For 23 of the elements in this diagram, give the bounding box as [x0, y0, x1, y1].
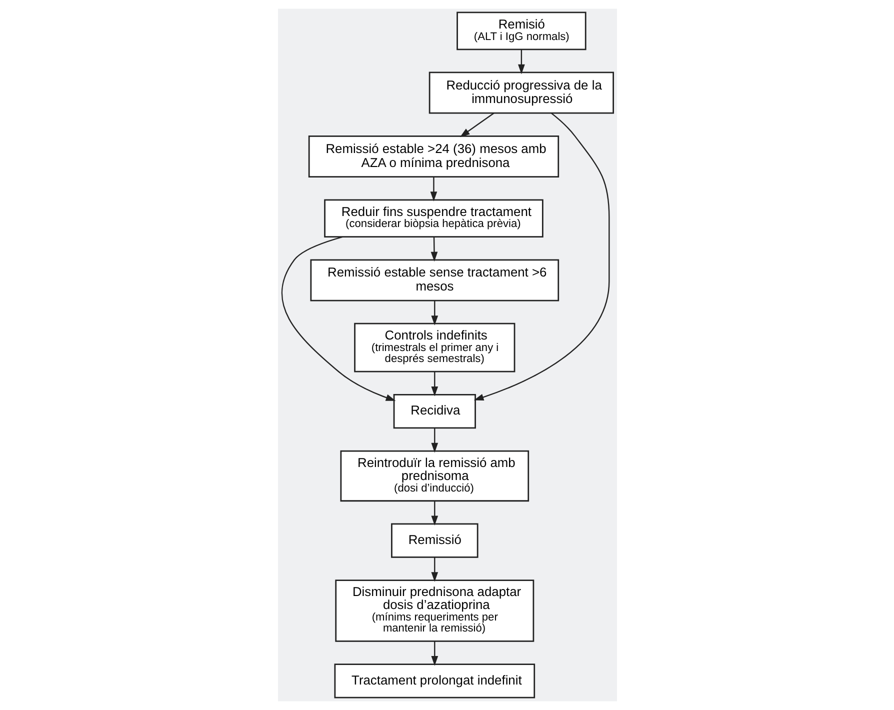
arrow: [280, 236, 396, 401]
arrow: [430, 557, 438, 582]
node-box: Reintroduïr la remissió amb prednisoma (dosi d’inducció): [340, 450, 529, 502]
node-box: Controls indefinits (trimestrals el primer any i després semestrals): [354, 322, 515, 372]
node-box: Disminuir prednisona adaptar dosis d’azatioprina (mínims requeriments per mantenir la remissió): [334, 580, 534, 642]
arrow: [430, 372, 438, 396]
arrow: [430, 236, 438, 262]
arrow: [518, 50, 524, 74]
arrow: [430, 177, 437, 202]
arrow: [473, 112, 610, 401]
node-box: Reducció progressiva de la immunosupressió: [428, 72, 614, 114]
node-box: Recidiva: [392, 394, 476, 429]
node-box: Tractament prolongat indefinit: [334, 664, 535, 698]
node-box: Remissió estable sense tractament >6 mesos: [310, 259, 559, 302]
arrow: [459, 112, 494, 138]
node-box: Reduir fins suspendre tractament (considerar biòpsia hepàtica prèvia): [324, 199, 543, 238]
node-box: Remisió (ALT i IgG normals): [456, 12, 586, 50]
node-box: Remissió: [390, 523, 478, 558]
arrow: [430, 300, 438, 326]
arrow: [430, 641, 438, 666]
node-box: Remissió estable >24 (36) mesos amb AZA o mínima prednisona: [308, 136, 559, 178]
arrow: [430, 500, 438, 526]
arrow: [430, 428, 438, 453]
